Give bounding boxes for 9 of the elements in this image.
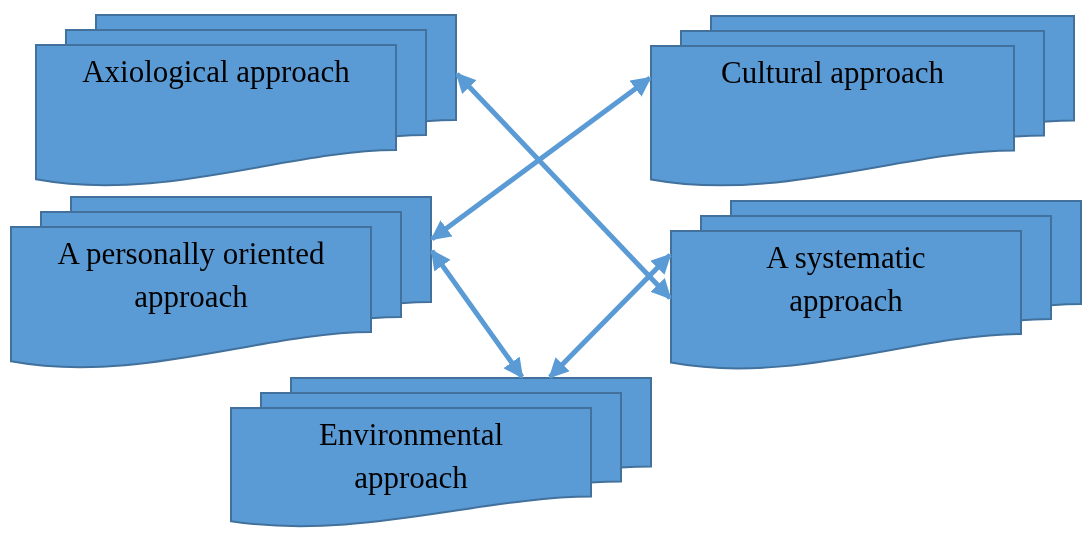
- double-arrow: [548, 253, 672, 379]
- node-label: A systematic approach: [765, 239, 927, 321]
- node-label: Axiological approach: [81, 53, 351, 91]
- node-label: A personally oriented approach: [56, 235, 326, 317]
- node-label: Environmental approach: [317, 416, 505, 498]
- double-arrow: [430, 76, 652, 241]
- node-label: Cultural approach: [720, 54, 945, 92]
- double-arrow: [455, 72, 672, 300]
- double-arrow: [429, 249, 525, 379]
